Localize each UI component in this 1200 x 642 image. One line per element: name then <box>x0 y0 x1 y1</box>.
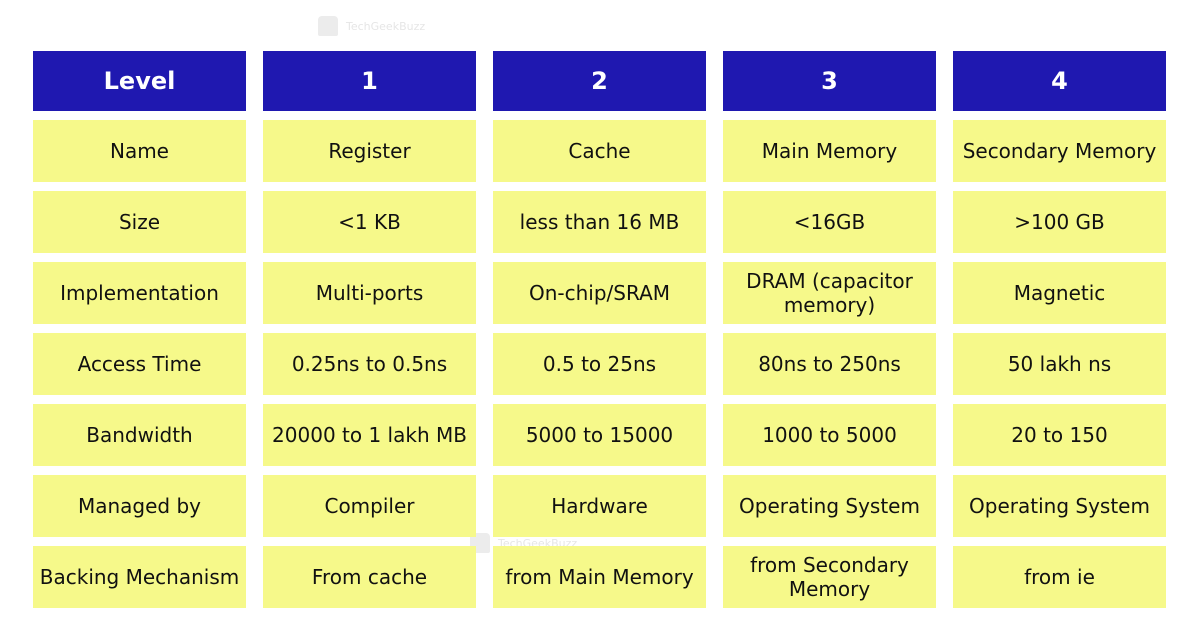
table-cell: Multi-ports <box>263 262 476 324</box>
header-level-2: 2 <box>493 51 706 111</box>
table-cell: >100 GB <box>953 191 1166 253</box>
table-cell: 0.5 to 25ns <box>493 333 706 395</box>
table-cell: less than 16 MB <box>493 191 706 253</box>
table-cell: 1000 to 5000 <box>723 404 936 466</box>
row-label: Access Time <box>33 333 246 395</box>
row-label: Backing Mechanism <box>33 546 246 608</box>
table-cell: 80ns to 250ns <box>723 333 936 395</box>
table-cell: from Main Memory <box>493 546 706 608</box>
table-cell: 0.25ns to 0.5ns <box>263 333 476 395</box>
row-label: Size <box>33 191 246 253</box>
header-level-4: 4 <box>953 51 1166 111</box>
table-cell: 20000 to 1 lakh MB <box>263 404 476 466</box>
table-cell: DRAM (capacitor memory) <box>723 262 936 324</box>
watermark: TechGeekBuzz <box>318 16 425 36</box>
table-cell: from ie <box>953 546 1166 608</box>
table-cell: Magnetic <box>953 262 1166 324</box>
row-label: Implementation <box>33 262 246 324</box>
table-cell: Operating System <box>953 475 1166 537</box>
row-label: Managed by <box>33 475 246 537</box>
table-cell: Cache <box>493 120 706 182</box>
header-level-1: 1 <box>263 51 476 111</box>
table-cell: Secondary Memory <box>953 120 1166 182</box>
table-cell: On-chip/SRAM <box>493 262 706 324</box>
header-level: Level <box>33 51 246 111</box>
table-cell: Operating System <box>723 475 936 537</box>
table-cell: <16GB <box>723 191 936 253</box>
table-cell: 5000 to 15000 <box>493 404 706 466</box>
table-cell: 20 to 150 <box>953 404 1166 466</box>
table-cell: Hardware <box>493 475 706 537</box>
watermark-logo-icon <box>318 16 338 36</box>
table-cell: 50 lakh ns <box>953 333 1166 395</box>
table-cell: <1 KB <box>263 191 476 253</box>
table-cell: from Secondary Memory <box>723 546 936 608</box>
table-cell: Compiler <box>263 475 476 537</box>
row-label: Bandwidth <box>33 404 246 466</box>
header-level-3: 3 <box>723 51 936 111</box>
table-cell: Register <box>263 120 476 182</box>
table-cell: From cache <box>263 546 476 608</box>
table-cell: Main Memory <box>723 120 936 182</box>
row-label: Name <box>33 120 246 182</box>
